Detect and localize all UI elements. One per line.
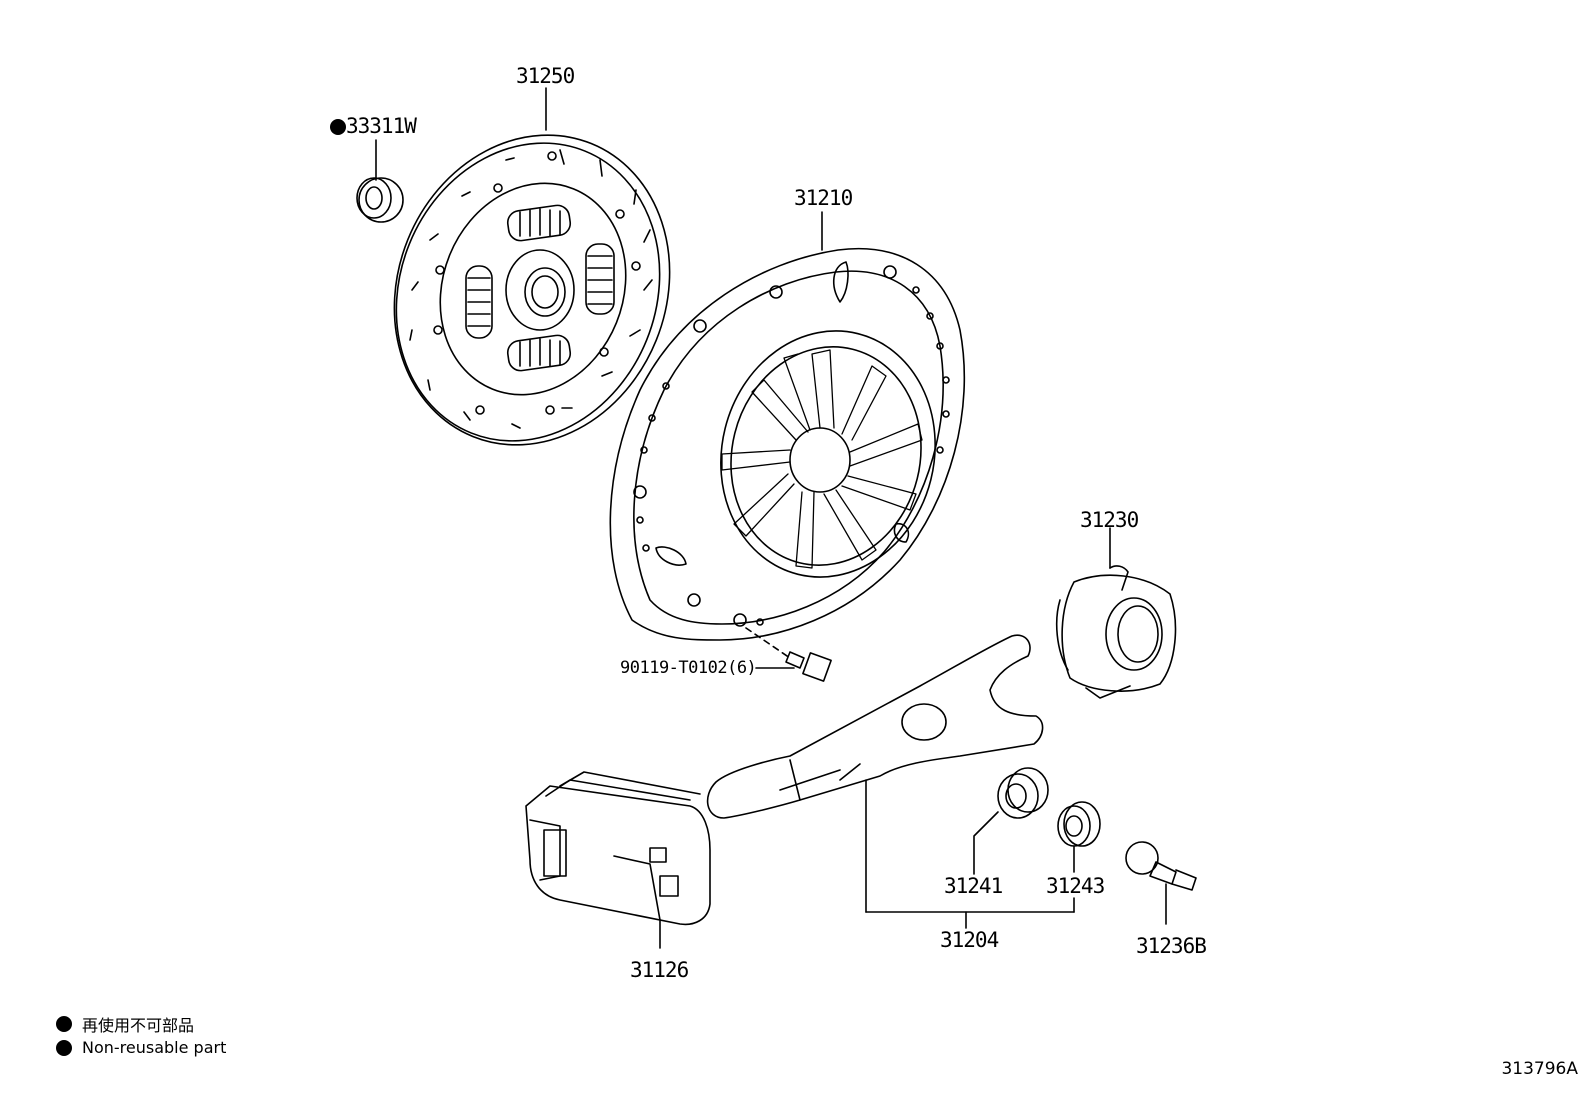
label-31243: 31243 [1046, 874, 1105, 898]
label-90119: 90119-T0102(6) [620, 658, 757, 678]
label-33311w: 33311W [346, 114, 417, 138]
protector-drawing [526, 772, 710, 948]
bolt-drawing [756, 652, 831, 681]
legend-text-japanese: 再使用不可部品 [82, 1016, 195, 1035]
label-31250: 31250 [516, 64, 575, 88]
label-31210: 31210 [794, 186, 853, 210]
label-31126: 31126 [630, 958, 689, 982]
diagram-id: 313796A [1501, 1059, 1578, 1079]
release-fork-drawing [708, 635, 1043, 818]
label-31241: 31241 [944, 874, 1003, 898]
non-reusable-dot-icon [56, 1016, 72, 1032]
legend-text-english: Non-reusable part [82, 1038, 227, 1057]
ball-stud-drawing [1126, 842, 1196, 924]
non-reusable-dot-icon [56, 1039, 72, 1056]
clutch-disc-drawing [349, 88, 716, 487]
boot-31241-drawing [998, 768, 1048, 818]
release-bearing-drawing [1057, 528, 1176, 698]
clip-31243-drawing [1058, 802, 1100, 846]
legend-row-japanese: 再使用不可部品 [56, 1012, 194, 1036]
label-31230: 31230 [1080, 508, 1139, 532]
clutch-cover-drawing [610, 212, 964, 658]
pilot-bearing-drawing [357, 140, 403, 222]
legend-row-english: Non-reusable part [56, 1038, 226, 1057]
bracket-lines [866, 780, 1074, 928]
non-reusable-marker-icon [330, 119, 346, 135]
label-31236b: 31236B [1136, 934, 1207, 958]
label-31204: 31204 [940, 928, 999, 952]
